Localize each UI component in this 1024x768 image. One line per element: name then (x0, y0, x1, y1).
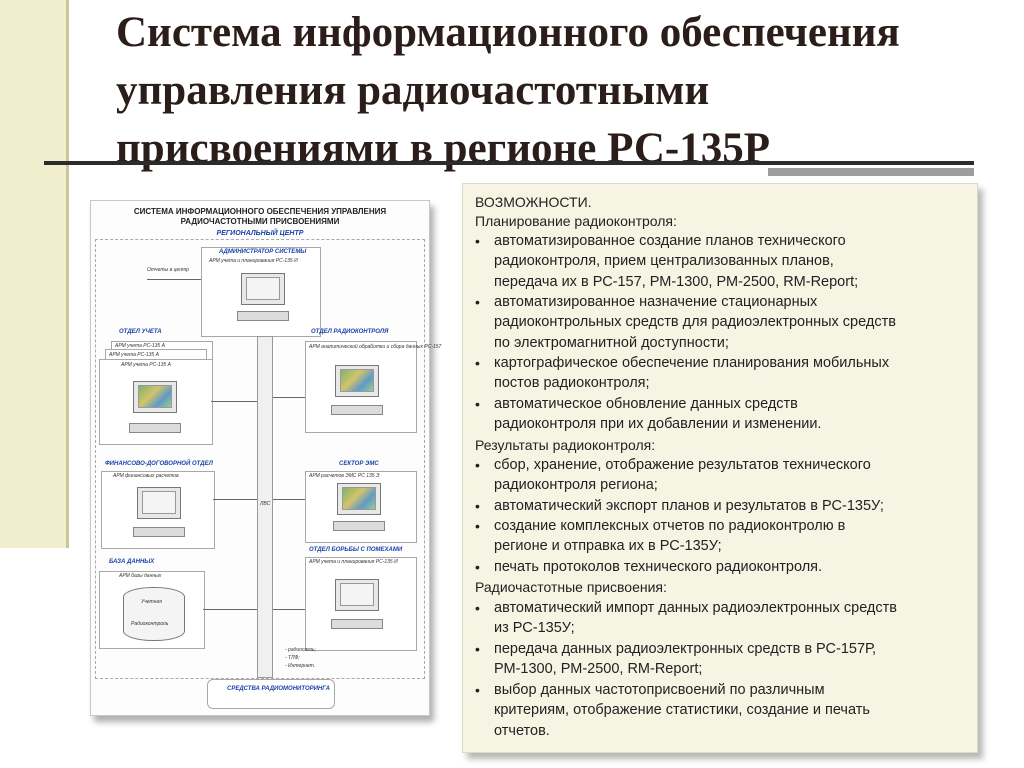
monitoring-label: СРЕДСТВА РАДИОМОНИТОРИНГА (227, 686, 330, 692)
bullet: • (475, 233, 480, 249)
accounting-dept-label: ОТДЕЛ УЧЕТА (119, 329, 162, 335)
lan-bus (257, 336, 273, 678)
interference-keyboard-icon (331, 619, 383, 629)
bullet: • (475, 498, 480, 514)
interference-dept-label: ОТДЕЛ БОРЬБЫ С ПОМЕХАМИ (309, 547, 403, 553)
admin-label: АДМИНИСТРАТОР СИСТЕМЫ (219, 249, 307, 255)
list-item: автоматизированное назначение стационарн… (494, 294, 896, 351)
list-item: автоматический экспорт планов и результа… (494, 498, 884, 514)
title-underline-accent (768, 168, 974, 176)
ems-computer-icon (337, 483, 381, 515)
db-radiocontrol-label: Радиоконтроль (131, 621, 169, 627)
radio-dept-label: ОТДЕЛ РАДИОКОНТРОЛЯ (311, 329, 389, 335)
finance-arrow (213, 499, 257, 500)
channel-internet-label: - Интернет. (285, 663, 316, 669)
diagram-title: СИСТЕМА ИНФОРМАЦИОННОГО ОБЕСПЕЧЕНИЯ УПРА… (91, 207, 429, 227)
ems-arm-label: АРМ расчетов ЭМС РС 135 Э (309, 473, 380, 479)
arm-a2-label: АРМ учета РС-135 А (109, 352, 159, 358)
list-item: выбор данных частотоприсвоений по различ… (494, 682, 870, 739)
regional-center-label: РЕГИОНАЛЬНЫЙ ЦЕНТР (216, 230, 304, 237)
reports-arrow (147, 279, 201, 280)
slide-title: Система информационного обеспечения упра… (116, 9, 900, 172)
system-diagram: СИСТЕМА ИНФОРМАЦИОННОГО ОБЕСПЕЧЕНИЯ УПРА… (90, 200, 441, 716)
left-decor-line (66, 0, 69, 548)
arm-a1-label: АРМ учета РС-135 А (115, 343, 165, 349)
bullet: • (475, 559, 480, 575)
finance-computer-icon (137, 487, 181, 519)
lan-bus-label: ЛВС (260, 501, 271, 507)
arm-a3-label: АРМ учета РС-135 А (121, 362, 171, 368)
admin-arm-label: АРМ учета и планирования РС-135 И (209, 258, 298, 264)
reports-label: Отчеты в центр (147, 267, 189, 273)
finance-arm-label: АРМ финансовых расчетов (113, 473, 179, 479)
ems-sector-label: СЕКТОР ЭМС (339, 461, 379, 467)
ems-keyboard-icon (333, 521, 385, 531)
list-item: автоматизированное создание планов техни… (494, 233, 859, 290)
bullet: • (475, 641, 480, 657)
radio-arrow (271, 397, 305, 398)
admin-keyboard-icon (237, 311, 289, 321)
accounting-arrow (211, 401, 257, 402)
finance-dept-label: ФИНАНСОВО-ДОГОВОРНОЙ ОТДЕЛ (105, 461, 213, 467)
list-item: создание комплексных отчетов по радиокон… (494, 518, 846, 555)
ems-arrow (271, 499, 305, 500)
bullet: • (475, 600, 480, 616)
interference-computer-icon (335, 579, 379, 611)
radio-computer-icon (335, 365, 379, 397)
finance-keyboard-icon (133, 527, 185, 537)
list-item: картографическое обеспечение планировани… (494, 355, 890, 392)
bullet: • (475, 355, 480, 371)
accounting-computer-icon (133, 381, 177, 413)
database-label: БАЗА ДАННЫХ (109, 559, 155, 565)
list-item: автоматическое обновление данных средств… (494, 396, 822, 433)
bullet: • (475, 396, 480, 412)
section-results-title: Результаты радиоконтроля: (475, 437, 656, 453)
diagram-title-line1: СИСТЕМА ИНФОРМАЦИОННОГО ОБЕСПЕЧЕНИЯ УПРА… (133, 207, 387, 216)
capabilities-panel: ВОЗМОЖНОСТИ. Планирование радиоконтроля:… (462, 183, 978, 753)
left-decor-band (0, 0, 66, 548)
bullet: • (475, 457, 480, 473)
diagram-title-line2: РАДИОЧАСТОТНЫМИ ПРИСВОЕНИЯМИ (180, 217, 340, 226)
db-arm-label: АРМ базы данных (119, 573, 162, 579)
bullet: • (475, 682, 480, 698)
radio-arm-label: АРМ аналитической обработки и сбора данн… (309, 344, 442, 350)
section-planning-title: Планирование радиоконтроля: (475, 213, 677, 229)
database-arrow (203, 609, 257, 610)
interference-arrow (271, 609, 305, 610)
accounting-keyboard-icon (129, 423, 181, 433)
title-underline (44, 161, 974, 165)
section-assignments-title: Радиочастотные присвоения: (475, 579, 667, 595)
bullet: • (475, 518, 480, 534)
database-icon (123, 587, 185, 641)
channel-phone-label: - ТЛФ; (285, 655, 300, 661)
bullet: • (475, 294, 480, 310)
channel-radio-label: - радиосвязь; (285, 647, 316, 653)
list-item: печать протоколов технического радиоконт… (494, 559, 823, 575)
list-item: сбор, хранение, отображение результатов … (494, 457, 871, 494)
capabilities-heading: ВОЗМОЖНОСТИ. (475, 194, 592, 210)
monitoring-block (207, 679, 335, 709)
list-item: передача данных радиоэлектронных средств… (494, 641, 877, 678)
list-item: автоматический импорт данных радиоэлектр… (494, 600, 897, 637)
regional-center-frame (95, 239, 425, 679)
admin-computer-icon (241, 273, 285, 305)
db-accounting-label: Учетная (141, 599, 162, 605)
interference-arm-label: АРМ учета и планирования РС-135 И (309, 559, 398, 565)
radio-keyboard-icon (331, 405, 383, 415)
